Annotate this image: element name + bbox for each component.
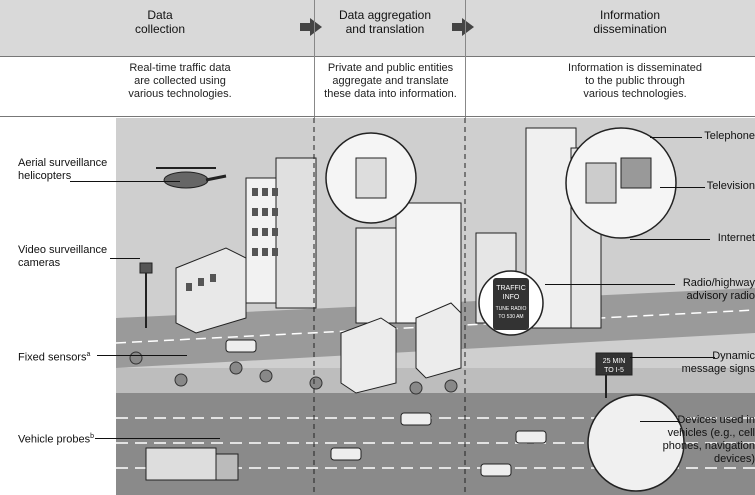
- label-vehicle-probes: Vehicle probesb: [18, 433, 95, 446]
- arrow-icon: [452, 18, 474, 36]
- header-band: [0, 0, 755, 57]
- radio-sign-text: TRAFFIC: [496, 285, 526, 292]
- in-vehicle-zoom-circle: [587, 394, 685, 492]
- dynamic-message-sign: [595, 352, 633, 376]
- leader-line: [650, 137, 702, 138]
- radio-sign-text: INFO: [503, 294, 520, 301]
- leader-line: [97, 355, 187, 356]
- column-divider: [314, 0, 315, 118]
- truck-icon: [145, 447, 239, 481]
- arrow-icon: [300, 18, 322, 36]
- tree-icon: [129, 351, 458, 395]
- label-television: Television: [706, 180, 755, 192]
- helicopter-icon: [156, 167, 227, 189]
- camera-icon: [139, 262, 153, 328]
- leader-line: [95, 438, 220, 439]
- radio-sign-text: TO 530 AM: [498, 314, 523, 320]
- leader-line: [110, 258, 140, 259]
- leader-line: [630, 357, 715, 358]
- column-divider: [465, 0, 466, 118]
- section-divider: [0, 116, 755, 117]
- leader-line: [660, 187, 705, 188]
- leader-line: [640, 421, 680, 422]
- label-internet: Internet: [717, 232, 755, 244]
- dms-text: 25 MIN: [603, 358, 626, 365]
- label-telephone: Telephone: [704, 130, 755, 142]
- car-icon: [225, 339, 547, 477]
- city-scene: TRAFFIC INFO TUNE RADIO TO 530 AM 25 MIN…: [116, 118, 755, 495]
- radio-sign-text: TUNE RADIO: [496, 306, 527, 312]
- building: [175, 157, 317, 334]
- leader-line: [630, 239, 710, 240]
- dms-text: TO I-5: [604, 367, 624, 374]
- leader-line: [70, 181, 180, 182]
- building: [340, 202, 462, 394]
- leader-line: [545, 284, 675, 285]
- label-fixed-sensors: Fixed sensorsa: [18, 351, 91, 364]
